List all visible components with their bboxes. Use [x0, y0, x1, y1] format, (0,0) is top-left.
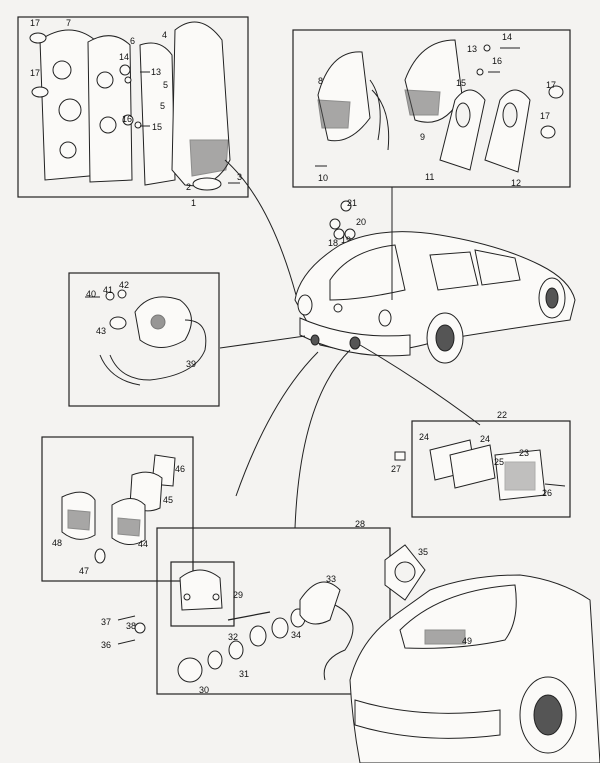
part-label-17d: 17	[540, 111, 550, 121]
part-label-10: 10	[318, 173, 328, 183]
part-label-1: 1	[191, 198, 196, 208]
plate-lamp-panel-frame	[68, 272, 220, 407]
gasket-35: 35	[384, 544, 428, 601]
part-label-5a: 5	[163, 80, 168, 90]
plate-lamp-panel: 40 41 42 43 39	[68, 272, 220, 407]
part-label-22: 22	[497, 410, 507, 420]
part-label-14: 14	[119, 52, 129, 62]
plinth-panel: 22 24 24 23 25 27 26	[391, 410, 571, 518]
part-label-27: 27	[391, 464, 401, 474]
part-label-47: 47	[79, 566, 89, 576]
part-label-41: 41	[103, 285, 113, 295]
part-label-35: 35	[418, 547, 428, 557]
part-label-4: 4	[162, 30, 167, 40]
part-label-44: 44	[138, 539, 148, 549]
part-label-8: 8	[318, 76, 323, 86]
part-label-33: 33	[326, 574, 336, 584]
part-label-15: 15	[152, 122, 162, 132]
part-label-30: 30	[199, 685, 209, 695]
rear-lamp-panel-frame	[17, 16, 249, 198]
part-label-38: 38	[126, 621, 136, 631]
part-label-13: 13	[151, 67, 161, 77]
part-label-36: 36	[101, 640, 111, 650]
part-label-11: 11	[425, 172, 434, 182]
part-label-3: 3	[237, 172, 242, 182]
part-label-19: 19	[341, 235, 351, 245]
part-label-16: 16	[122, 114, 132, 124]
part-label-5b: 5	[160, 101, 165, 111]
rear-lamp-panel: 17 7 6 4 14 13 17 5 5 16 15 3 2 1	[17, 16, 249, 208]
reverse-lamp-panel-frame	[41, 436, 194, 582]
part-label-17c: 17	[546, 80, 556, 90]
part-label-46: 46	[175, 464, 185, 474]
part-label-16b: 16	[492, 56, 502, 66]
part-label-24a: 24	[419, 432, 429, 442]
part-label-14b: 14	[502, 32, 512, 42]
part-label-48: 48	[52, 538, 62, 548]
part-label-7: 7	[66, 18, 71, 28]
lamp-assembly-panel-frame	[156, 527, 391, 695]
part-label-6: 6	[130, 36, 135, 46]
part-label-32: 32	[228, 632, 238, 642]
leader-lines	[219, 159, 481, 529]
plinth-panel-frame	[411, 420, 571, 518]
loose-fixings: 21 20 18 19	[328, 198, 366, 248]
part-label-45: 45	[163, 495, 173, 505]
side-marker-panel: 8 13 14 16 15 17 17 9 10 11 12	[292, 29, 571, 188]
lamp-assembly-panel: 28 29 33 37 38 32 34 36 31 30	[101, 519, 391, 695]
part-label-20: 20	[356, 217, 366, 227]
part-label-15b: 15	[456, 78, 466, 88]
part-label-40: 40	[86, 289, 96, 299]
part-label-29: 29	[233, 590, 243, 600]
part-label-49: 49	[462, 636, 472, 646]
part-label-13b: 13	[467, 44, 477, 54]
part-label-31: 31	[239, 669, 249, 679]
part-label-21: 21	[347, 198, 357, 208]
part-label-18: 18	[328, 238, 338, 248]
part-label-9: 9	[420, 132, 425, 142]
part-label-42: 42	[119, 280, 129, 290]
part-label-17a: 17	[30, 18, 40, 28]
part-label-12: 12	[511, 178, 521, 188]
part-label-37: 37	[101, 617, 111, 627]
part-label-43: 43	[96, 326, 106, 336]
part-label-39: 39	[186, 359, 196, 369]
part-label-24b: 24	[480, 434, 490, 444]
reverse-lamp-panel: 46 45 44 48 47	[41, 436, 194, 582]
part-label-28: 28	[355, 519, 365, 529]
part-label-26: 26	[542, 488, 552, 498]
part-label-25: 25	[494, 457, 504, 467]
car-rear-illustration: 49	[349, 574, 600, 763]
car-illustration	[294, 231, 576, 364]
side-marker-panel-frame	[292, 29, 571, 188]
part-label-34: 34	[291, 630, 301, 640]
part-label-2: 2	[186, 182, 191, 192]
part-label-17b: 17	[30, 68, 40, 78]
part-label-23: 23	[519, 448, 529, 458]
